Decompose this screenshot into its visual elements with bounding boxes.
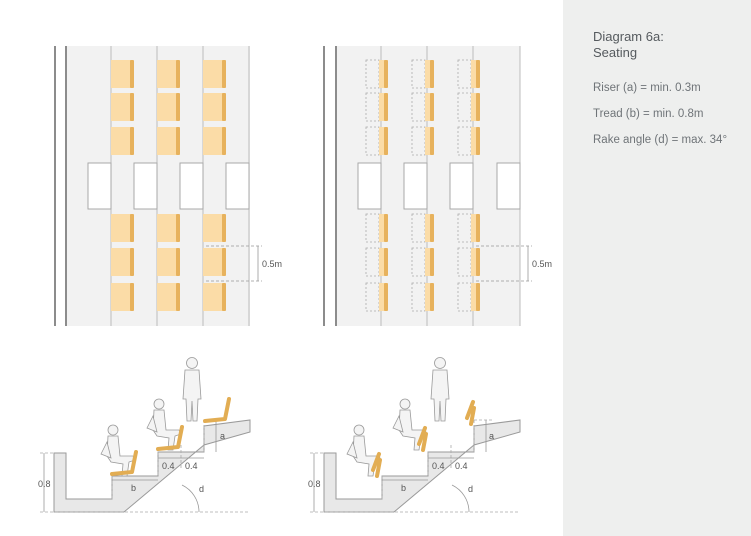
spec-tread: Tread (b) = min. 0.8m (593, 108, 704, 120)
plan-dimension-label-2: 0.5m (532, 259, 552, 269)
section-riser-label-1: a (220, 431, 225, 441)
section-view-tipup-seats: 0.8 b 0.4 0.4 a d (308, 357, 521, 513)
section-seatwidth-label-2a: 0.4 (432, 461, 445, 471)
section-view-fixed-seats: 0.8 b 0.4 0.4 a d (38, 357, 251, 513)
section-riser-label-2: a (489, 431, 494, 441)
info-panel: Diagram 6a: Seating Riser (a) = min. 0.3… (563, 0, 751, 536)
plan-dimension-1 (206, 245, 262, 282)
section-angle-label-2: d (468, 484, 473, 494)
section-angle-label-1: d (199, 484, 204, 494)
diagram-title-line2: Seating (593, 45, 638, 60)
section-seatwidth-label-1b: 0.4 (185, 461, 198, 471)
diagram-title-line1: Diagram 6a: (593, 29, 664, 44)
section-height-label-1: 0.8 (38, 479, 51, 489)
diagram-title: Diagram 6a: Seating (593, 29, 743, 61)
spec-riser: Riser (a) = min. 0.3m (593, 82, 701, 94)
plan-view-tipup-seats: 0.5m (323, 46, 552, 326)
plan-view-fixed-seats: 0.5m (54, 46, 282, 326)
plan-dimension-2 (476, 245, 532, 282)
seating-diagram-canvas: 0.5m 0.5m (38, 46, 552, 513)
section-seatwidth-label-2b: 0.4 (455, 461, 468, 471)
section-tread-label-2: b (401, 483, 406, 493)
spec-rake-angle: Rake angle (d) = max. 34° (593, 134, 728, 146)
section-seatwidth-label-1a: 0.4 (162, 461, 175, 471)
section-height-label-2: 0.8 (308, 479, 321, 489)
plan-dimension-label-1: 0.5m (262, 259, 282, 269)
section-tread-label-1: b (131, 483, 136, 493)
